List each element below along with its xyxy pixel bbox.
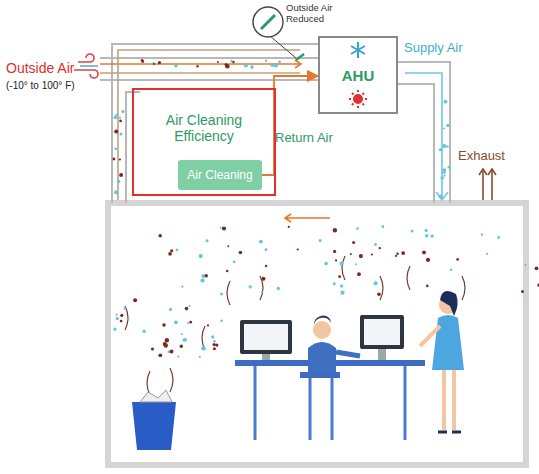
air-cleaning-box: Air Cleaning [178,160,262,190]
exhaust-label: Exhaust [458,148,505,163]
node-text: Air Cleaning Efficiency [134,90,274,144]
inlet-label: Outside Air [6,60,74,76]
highlight-box: Air Cleaning EfficiencyAir Cleaning [132,88,276,196]
return-label: Return Air [275,130,333,145]
ahu-box: AHU [318,36,398,114]
flow-arrow [262,76,318,175]
supply-label: Supply Air [404,40,463,55]
temperature-range: (-10° to 100° F) [6,80,75,91]
damper-callout: Outside Air Reduced [286,2,352,24]
node-text: Air Cleaning [183,167,256,184]
node-text: AHU [342,67,375,84]
